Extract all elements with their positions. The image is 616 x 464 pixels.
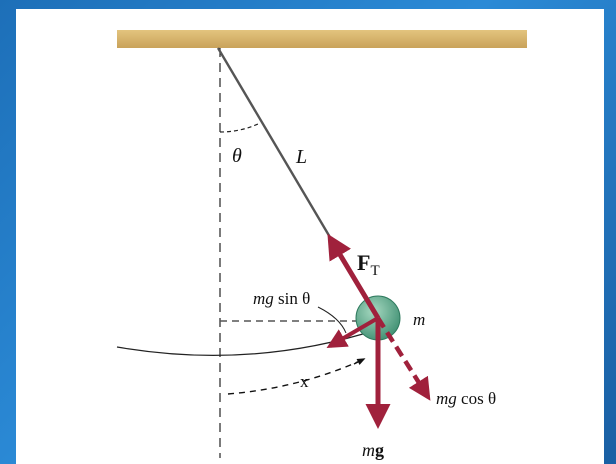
- length-label: L: [295, 146, 307, 168]
- displacement-arrowhead: [353, 358, 366, 366]
- displacement-label: x: [300, 372, 309, 391]
- displacement-arc: [227, 359, 363, 395]
- figure-panel: [16, 9, 604, 464]
- mass-label: m: [413, 310, 425, 329]
- mg-cos-label-mg: mg: [436, 389, 457, 408]
- tension-label-main: F: [357, 250, 370, 275]
- mg-sin-leader: [317, 306, 347, 334]
- theta-label: θ: [232, 145, 242, 167]
- weight-label: mg: [362, 440, 384, 460]
- theta-arc: [219, 123, 259, 133]
- mg-cos-label-rest: cos θ: [457, 389, 496, 408]
- mg-sin-label-rest: sin θ: [274, 289, 310, 308]
- ceiling-support: [117, 30, 527, 48]
- pendulum-rod: [216, 47, 336, 245]
- mg-sin-label-mg: mg: [253, 289, 274, 308]
- tension-label: FT: [357, 250, 380, 279]
- mg-cos-label: mg cos θ: [436, 389, 496, 408]
- tension-label-sub: T: [370, 263, 379, 279]
- weight-label-g: g: [375, 440, 384, 460]
- tension-arrow: [327, 233, 381, 320]
- mg-cos-arrow: [376, 316, 431, 401]
- mg-sin-arrow: [326, 316, 380, 349]
- weight-label-m: m: [362, 440, 375, 460]
- mg-sin-label: mg sin θ: [253, 289, 310, 308]
